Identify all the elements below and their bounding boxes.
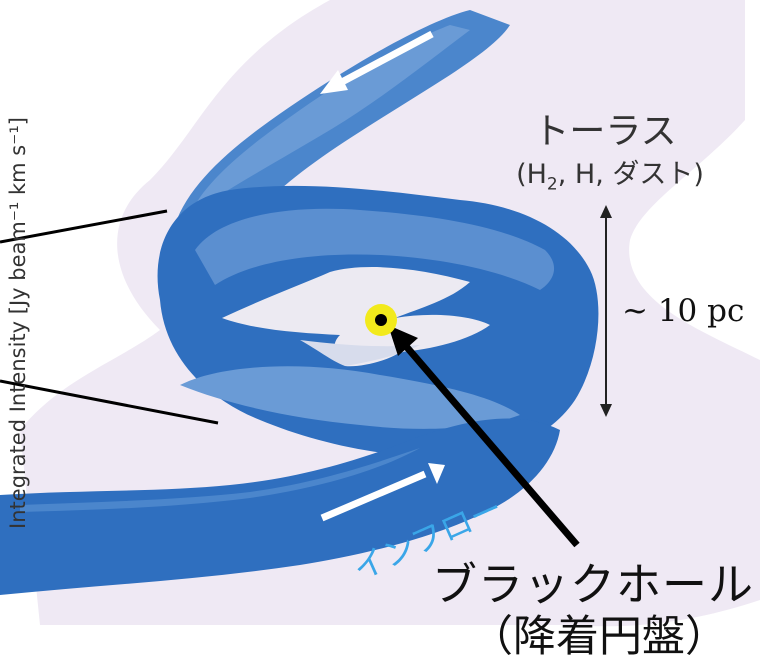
central-cavity: [222, 267, 490, 367]
axis-label: Integrated Intensity [Jy beam⁻¹ km s⁻¹]: [6, 117, 30, 529]
scale-label: ~ 10 pc: [622, 293, 745, 329]
upper-stream: [171, 10, 510, 300]
callout-line-lower: [0, 379, 219, 425]
lower-stream: [0, 418, 560, 595]
upper-stream-light: [190, 25, 470, 215]
scale-bar: [600, 205, 612, 417]
cavity-rim: [300, 340, 420, 366]
black-hole-label: ブラックホール: [432, 558, 755, 611]
torus-upper-layer: [195, 208, 555, 290]
black-hole-core: [375, 314, 387, 326]
lower-flow-arrow: [320, 463, 445, 522]
black-hole-pointer-arrow: [388, 325, 580, 548]
upper-flow-arrow: [320, 30, 434, 94]
torus-lower-light: [180, 366, 520, 429]
callout-line-upper: [0, 209, 168, 244]
lower-stream-highlight: [20, 448, 420, 512]
accretion-disk-label: （降着円盤）: [470, 612, 728, 662]
torus-composition: (H2, H, ダスト): [516, 159, 704, 195]
torus-title: トーラス: [533, 111, 677, 152]
